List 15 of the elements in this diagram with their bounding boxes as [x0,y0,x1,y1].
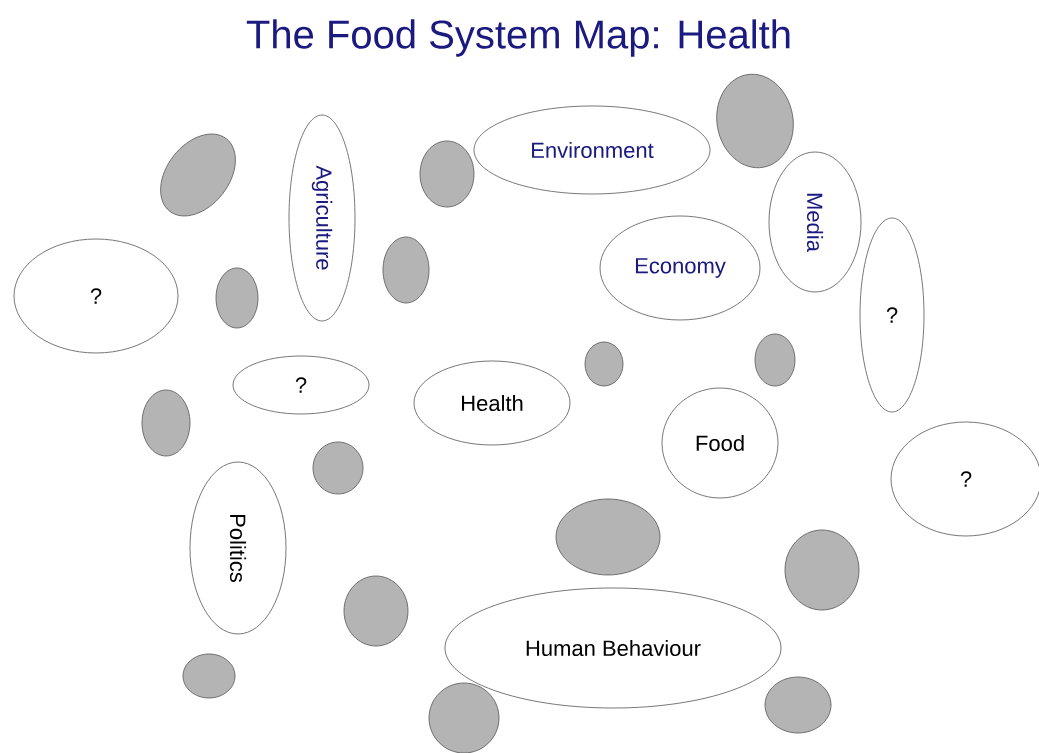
blank-ellipse [182,653,236,699]
blank-ellipse [382,236,430,304]
blank-ellipse [312,441,364,495]
blank-ellipse [428,682,500,753]
blank-ellipse [764,676,832,734]
blank-ellipse [584,341,624,387]
blank-ellipse [215,267,259,329]
blank-ellipse [343,575,409,647]
blank-ellipse [716,73,794,169]
title: The Food System Map: Health [246,19,790,57]
blank-ellipse [784,529,860,611]
blank-ellipse [141,389,191,457]
blank-ellipse [555,498,661,576]
blank-ellipse [754,333,796,387]
blank-ellipse [419,140,475,208]
